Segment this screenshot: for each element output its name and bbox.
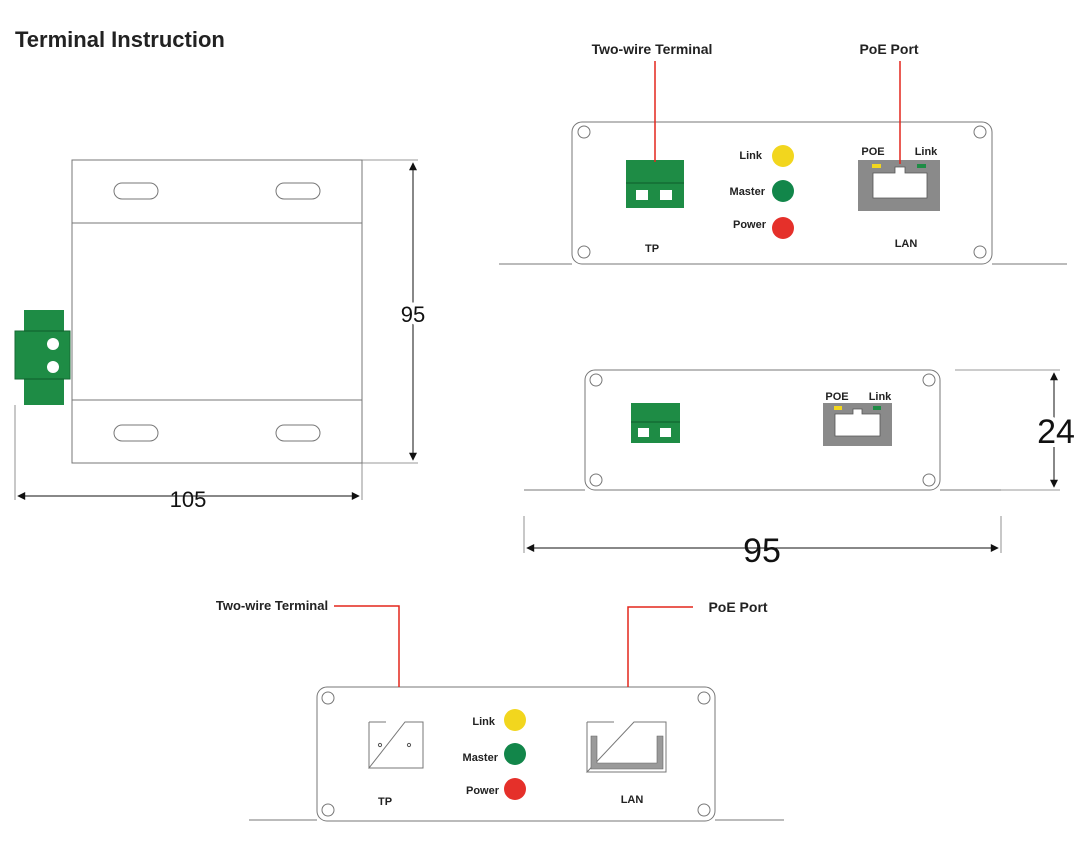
mounting-slot	[113, 424, 159, 442]
rj45-port	[823, 403, 892, 446]
power-led	[504, 778, 526, 800]
link-led	[504, 709, 526, 731]
mounting-slot	[275, 424, 321, 442]
side-view-panel	[584, 369, 941, 491]
mounting-slot	[275, 182, 321, 200]
poe-led-label: POE	[861, 146, 884, 158]
top-view: 95 105	[14, 159, 429, 512]
terminal-block	[626, 160, 684, 208]
master-led-label: Master	[730, 186, 766, 198]
dim-side-height: 24	[1037, 413, 1075, 451]
poe-port-callout: PoE Port	[859, 41, 918, 57]
power-led	[772, 217, 794, 239]
link-led-label: Link	[472, 716, 495, 728]
dim-top-width: 105	[170, 487, 207, 512]
two-wire-terminal-callout: Two-wire Terminal	[216, 598, 328, 613]
callout-line	[334, 605, 400, 687]
rj45-port-outline	[585, 721, 667, 773]
lan-link-led-label: Link	[915, 146, 938, 158]
poe-led-label: POE	[825, 391, 848, 403]
power-led-label: Power	[733, 219, 767, 231]
callout-line	[627, 606, 693, 687]
power-led-label: Power	[466, 785, 500, 797]
top-view-body	[71, 159, 363, 464]
terminal-block-side	[14, 310, 71, 405]
lan-label: LAN	[895, 238, 918, 250]
terminal-block	[631, 403, 680, 443]
outline-view: TP Link Master Power LAN Two-wire Termin…	[216, 598, 784, 822]
lan-label: LAN	[621, 794, 644, 806]
mounting-slot	[113, 182, 159, 200]
tp-label: TP	[378, 796, 392, 808]
dim-top-height: 95	[401, 302, 425, 327]
page-title: Terminal Instruction	[15, 27, 225, 52]
rj45-port	[858, 160, 940, 211]
dim-side-width: 95	[743, 532, 781, 570]
tp-label: TP	[645, 243, 659, 255]
link-led	[772, 145, 794, 167]
master-led-label: Master	[463, 752, 499, 764]
master-led	[504, 743, 526, 765]
two-wire-terminal-callout: Two-wire Terminal	[592, 41, 713, 57]
link-led-label: Link	[739, 150, 762, 162]
front-view: TP Link Master Power POE Link LAN Two-wi…	[499, 41, 1067, 265]
lan-link-led-label: Link	[869, 391, 892, 403]
master-led	[772, 180, 794, 202]
side-view: POE Link 24 95	[523, 369, 1079, 570]
terminal-block-outline	[367, 721, 424, 769]
poe-port-callout: PoE Port	[708, 599, 767, 615]
